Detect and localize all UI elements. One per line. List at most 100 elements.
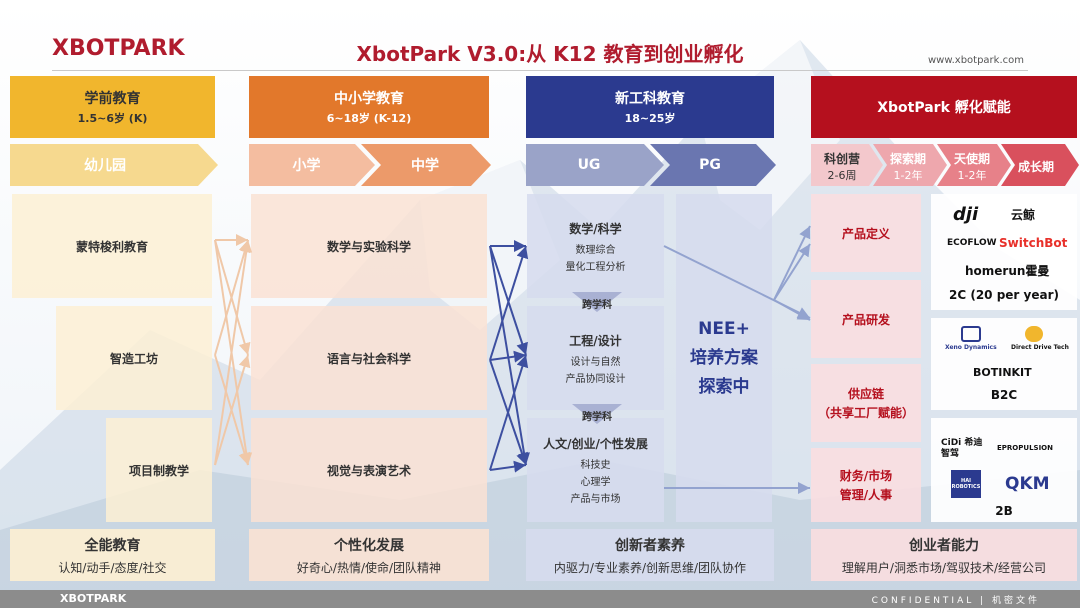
cross-label-1: 跨学科 bbox=[582, 300, 612, 311]
incub-stage-camp-name: 科创营 bbox=[823, 151, 860, 166]
logo-box-b2c: Xeno Dynamics Direct Drive Tech BOTINKIT… bbox=[931, 318, 1077, 410]
preschool-footer-title: 全能教育 bbox=[84, 537, 141, 554]
header-divider bbox=[52, 70, 1028, 71]
xeno-logo: Xeno Dynamics bbox=[945, 344, 997, 351]
neweng-header: 新工科教育 18~25岁 bbox=[526, 76, 774, 138]
incub-stage-angel-name: 天使期 bbox=[953, 151, 990, 166]
bottom-bar bbox=[0, 590, 1080, 608]
epropulsion-logo: EPROPULSION bbox=[997, 444, 1053, 452]
incub-item-finance-l2: 管理/人事 bbox=[839, 488, 893, 502]
incub-stage-chevrons bbox=[811, 144, 1079, 186]
page-title: XbotPark V3.0:从 K12 教育到创业孵化 bbox=[356, 42, 744, 66]
neweng-block-hum-line3: 产品与市场 bbox=[570, 494, 621, 505]
preschool-footer: 全能教育 认知/动手/态度/社交 bbox=[10, 529, 215, 581]
neweng-block-eng: 工程/设计 设计与自然 产品协同设计 bbox=[527, 306, 664, 410]
preschool-item-montessori: 蒙特梭利教育 bbox=[12, 194, 212, 298]
caption-b2c: B2C bbox=[990, 388, 1018, 402]
k12-stage-primary: 小学 bbox=[292, 158, 321, 174]
k12-stage-secondary: 中学 bbox=[411, 158, 439, 174]
xbotpark-logo: XBOTPARK bbox=[52, 36, 185, 61]
switchbot-logo: SwitchBot bbox=[999, 236, 1068, 250]
incub-stage-explore-duration: 1-2年 bbox=[893, 168, 923, 182]
neweng-block-eng-title: 工程/设计 bbox=[569, 333, 622, 348]
preschool-header: 学前教育 1.5~6岁 (K) bbox=[10, 76, 215, 138]
incub-stage-angel-duration: 1-2年 bbox=[957, 168, 987, 182]
k12-footer-sub: 好奇心/热情/使命/团队精神 bbox=[296, 560, 442, 575]
neweng-block-eng-line2: 产品协同设计 bbox=[565, 373, 626, 385]
k12-footer-title: 个性化发展 bbox=[334, 537, 404, 554]
bottom-logo: XBOTPARK bbox=[60, 592, 127, 605]
incub-stage-angel: 天使期 1-2年 bbox=[941, 146, 1003, 186]
neweng-block-hum-line2: 心理学 bbox=[580, 477, 611, 488]
cidi-logo: CiDi 希迪智驾 bbox=[941, 438, 983, 459]
k12-item-language-social: 语言与社会科学 bbox=[251, 306, 487, 410]
homerun-logo: homerun霍曼 bbox=[965, 264, 1050, 278]
incub-item-product-def: 产品定义 bbox=[811, 194, 921, 272]
incub-footer: 创业者能力 理解用户/洞悉市场/驾驭技术/经营公司 bbox=[811, 529, 1077, 581]
neweng-footer: 创新者素养 内驱力/专业素养/创新思维/团队协作 bbox=[526, 529, 774, 581]
incub-item-supply-sub: （共享工厂赋能） bbox=[817, 406, 914, 420]
incub-stage-camp: 科创营 2-6周 bbox=[811, 146, 873, 186]
neweng-block-math-title: 数学/科学 bbox=[569, 221, 622, 236]
incub-stage-growth: 成长期 bbox=[1017, 159, 1054, 174]
caption-2c: 2C (20 per year) bbox=[949, 288, 1059, 302]
neweng-block-hum: 人文/创业/个性发展 科技史 心理学 产品与市场 bbox=[527, 418, 664, 522]
preschool-age: 1.5~6岁 (K) bbox=[77, 112, 148, 125]
k12-item-math-science: 数学与实验科学 bbox=[251, 194, 487, 298]
incub-item-supply-title: 供应链 bbox=[847, 387, 884, 401]
preschool-item-pbl: 项目制教学 bbox=[106, 418, 212, 522]
incub-item-supply: 供应链 （共享工厂赋能） bbox=[811, 364, 921, 442]
pg-line1: NEE+ bbox=[698, 319, 750, 339]
neweng-stage-chevrons bbox=[526, 144, 776, 186]
neweng-block-hum-title: 人文/创业/个性发展 bbox=[543, 437, 648, 451]
botinkit-logo: BOTINKIT bbox=[973, 366, 1032, 379]
pg-line3: 探索中 bbox=[698, 377, 750, 397]
incub-item-finance-l1: 财务/市场 bbox=[839, 469, 893, 483]
neweng-title: 新工科教育 bbox=[615, 91, 685, 107]
neweng-stage-ug: UG bbox=[577, 157, 601, 173]
hai-robotics-logo: HAI ROBOTICS bbox=[951, 470, 981, 498]
neweng-age: 18~25岁 bbox=[624, 112, 676, 125]
confidential-label: CONFIDENTIAL | 机密文件 bbox=[871, 596, 1040, 606]
cross-connector-1 bbox=[572, 292, 622, 312]
ddt-logo: Direct Drive Tech bbox=[1011, 344, 1069, 351]
incub-footer-title: 创业者能力 bbox=[909, 537, 979, 554]
logo-box-2c: dji 云鲸 ECOFLOW SwitchBot homerun霍曼 2C (2… bbox=[931, 194, 1077, 310]
k12-header: 中小学教育 6~18岁 (K-12) bbox=[249, 76, 489, 138]
neweng-footer-title: 创新者素养 bbox=[615, 537, 685, 554]
preschool-footer-sub: 认知/动手/态度/社交 bbox=[58, 560, 167, 575]
neweng-block-math-line2: 量化工程分析 bbox=[565, 261, 626, 273]
neweng-pg-block: NEE+ 培养方案 探索中 bbox=[676, 194, 772, 522]
logo-box-2b: CiDi 希迪智驾 EPROPULSION HAI ROBOTICS QKM 2… bbox=[931, 418, 1077, 522]
k12-item-visual-arts: 视觉与表演艺术 bbox=[251, 418, 487, 522]
incub-footer-sub: 理解用户/洞悉市场/驾驭技术/经营公司 bbox=[841, 560, 1047, 575]
narwal-logo: 云鲸 bbox=[1011, 208, 1036, 222]
incub-item-product-dev: 产品研发 bbox=[811, 280, 921, 358]
neweng-block-hum-line1: 科技史 bbox=[580, 460, 611, 471]
neweng-block-math: 数学/科学 数理综合 量化工程分析 bbox=[527, 194, 664, 298]
incub-item-finance: 财务/市场 管理/人事 bbox=[811, 448, 921, 522]
ddt-icon bbox=[1025, 326, 1043, 342]
incub-header: XbotPark 孵化赋能 bbox=[811, 76, 1077, 138]
k12-title: 中小学教育 bbox=[334, 91, 404, 107]
cross-connector-2 bbox=[572, 404, 622, 424]
hai-robotics-text: HAI ROBOTICS bbox=[951, 478, 981, 490]
neweng-footer-sub: 内驱力/专业素养/创新思维/团队协作 bbox=[553, 560, 747, 575]
ecoflow-logo: ECOFLOW bbox=[947, 238, 997, 248]
preschool-stage-chevron bbox=[10, 144, 218, 186]
cross-label-2: 跨学科 bbox=[582, 412, 612, 423]
incub-stage-explore-name: 探索期 bbox=[889, 151, 926, 166]
preschool-item-makerspace: 智造工坊 bbox=[56, 306, 212, 410]
pg-line2: 培养方案 bbox=[690, 348, 758, 368]
preschool-title: 学前教育 bbox=[84, 91, 141, 107]
k12-footer: 个性化发展 好奇心/热情/使命/团队精神 bbox=[249, 529, 489, 581]
neweng-block-eng-line1: 设计与自然 bbox=[570, 356, 621, 368]
incub-stage-explore: 探索期 1-2年 bbox=[877, 146, 939, 186]
preschool-stage-label: 幼儿园 bbox=[84, 158, 126, 174]
dji-logo: dji bbox=[953, 204, 979, 225]
caption-2b: 2B bbox=[995, 504, 1013, 518]
neweng-block-math-line1: 数理综合 bbox=[575, 244, 616, 256]
xeno-icon bbox=[961, 326, 981, 342]
website-url: www.xbotpark.com bbox=[927, 55, 1024, 66]
k12-age: 6~18岁 (K-12) bbox=[326, 112, 412, 125]
